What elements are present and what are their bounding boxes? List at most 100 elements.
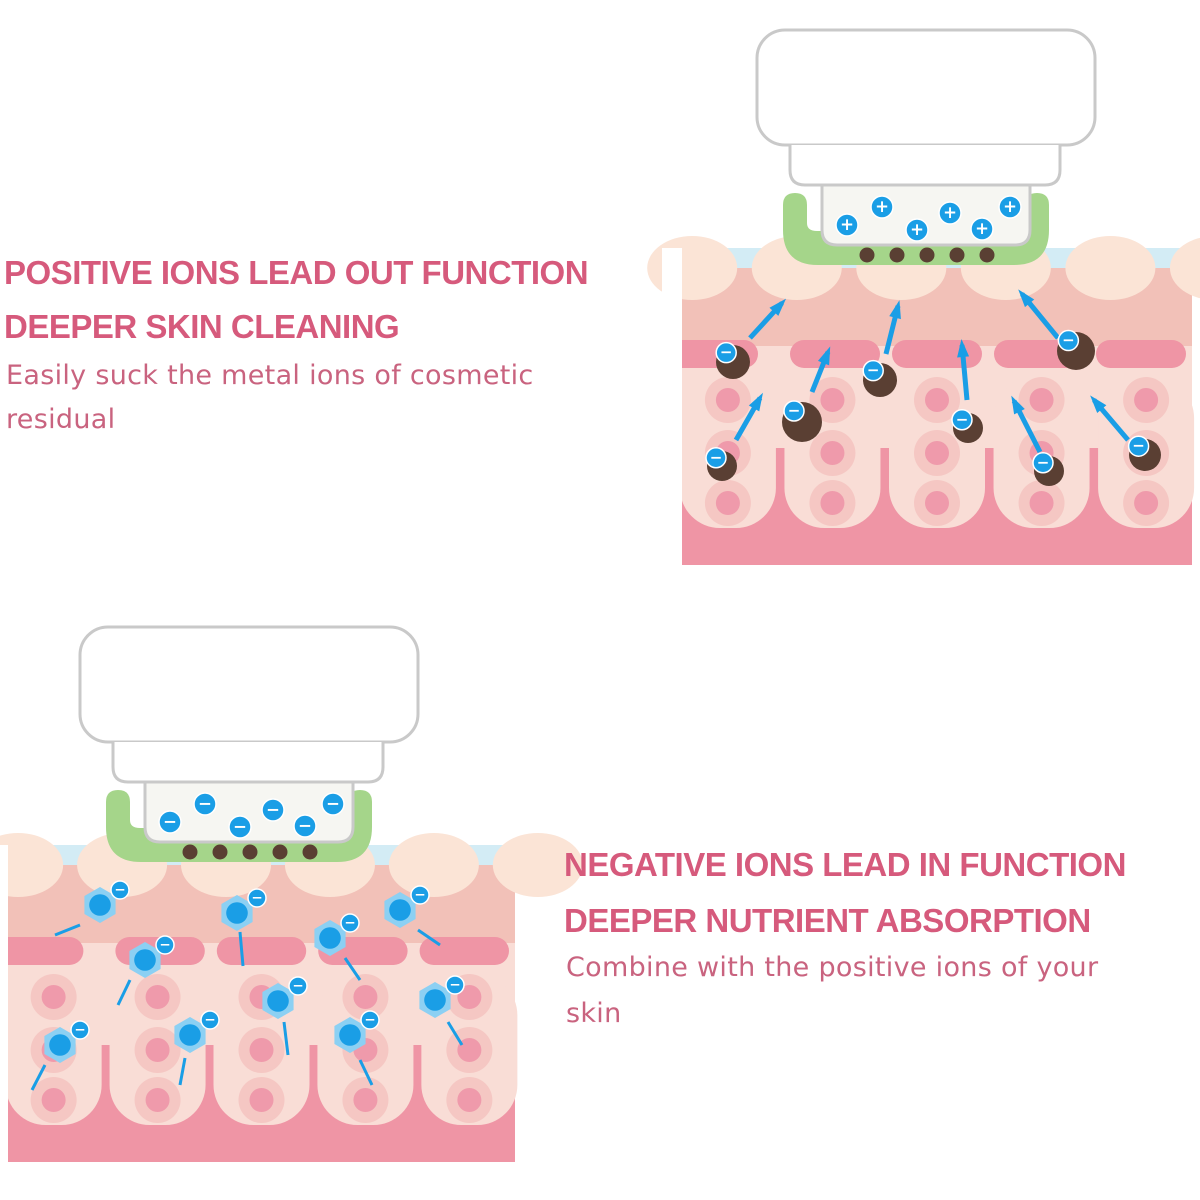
minus-icon: − xyxy=(414,887,425,903)
ion-circle xyxy=(715,341,737,364)
electrode-dot xyxy=(212,844,228,860)
negative-body-line1: Combine with the positive ions of your xyxy=(566,952,1099,983)
ion-circle xyxy=(835,213,859,237)
nutrient-core xyxy=(319,927,341,949)
panel-positive-illustration: ++++++−−−−−−−− xyxy=(647,28,1200,565)
skin-cell-nucleus xyxy=(925,491,949,515)
device-neck xyxy=(788,145,1062,187)
ion-circle xyxy=(360,1010,380,1030)
electrode-dot xyxy=(979,247,995,263)
arrow-head-icon xyxy=(1011,395,1025,415)
ion-circle xyxy=(70,1020,90,1040)
arrow-head-icon xyxy=(817,346,831,366)
minus-icon: − xyxy=(233,817,247,836)
electrode-dot xyxy=(302,844,318,860)
minus-icon: − xyxy=(292,978,303,994)
ion-circle xyxy=(445,975,465,995)
minus-icon: − xyxy=(1037,453,1050,471)
skin-cell-nucleus xyxy=(353,985,378,1009)
skin-cell-nucleus xyxy=(457,1038,482,1062)
minus-icon: − xyxy=(1062,331,1075,349)
nutrient-core xyxy=(267,990,289,1012)
ion-circle xyxy=(410,885,430,905)
dermis-band xyxy=(790,340,880,368)
ion-circle xyxy=(1057,329,1080,352)
minus-icon: − xyxy=(956,410,969,428)
minus-icon: − xyxy=(364,1012,375,1028)
nutrient-core xyxy=(226,902,248,924)
skin-cell-nucleus xyxy=(353,1088,378,1112)
minus-icon: − xyxy=(198,794,212,813)
plus-icon: + xyxy=(875,197,889,216)
ion-circle xyxy=(862,359,884,382)
green-electrode-pad xyxy=(783,193,1049,265)
ion-circle xyxy=(155,935,175,955)
epidermis-cell xyxy=(0,833,64,897)
edge-mask xyxy=(0,845,8,1162)
positive-body-line2: residual xyxy=(6,404,116,435)
plus-icon: + xyxy=(910,220,924,239)
dermis-band xyxy=(216,937,307,965)
ion-circle xyxy=(1127,435,1150,457)
skin-cell-nucleus xyxy=(715,491,740,515)
minus-icon: − xyxy=(298,816,312,835)
minus-icon: − xyxy=(266,800,280,819)
skin-cell-nucleus xyxy=(1134,388,1159,412)
positive-heading-line2: DEEPER SKIN CLEANING xyxy=(4,308,400,345)
electrode-dot xyxy=(242,844,258,860)
skin-cell-nucleus xyxy=(41,1088,66,1112)
electrode-dot xyxy=(919,247,935,263)
nutrient-core xyxy=(49,1034,71,1056)
minus-icon: − xyxy=(788,402,801,420)
plus-icon: + xyxy=(1003,197,1017,216)
ion-circle xyxy=(158,810,182,834)
arrow-head-icon xyxy=(1018,289,1035,308)
positive-body-line1: Easily suck the metal ions of cosmetic xyxy=(6,360,534,391)
minus-icon: − xyxy=(710,448,723,466)
absorption-trail xyxy=(282,1021,290,1056)
minus-icon: − xyxy=(326,794,340,813)
edge-mask xyxy=(662,248,682,565)
nutrient-core xyxy=(424,989,446,1011)
epidermis-cell xyxy=(388,833,479,897)
skin-cell-nucleus xyxy=(925,441,949,465)
arrow-head-icon xyxy=(748,392,763,412)
minus-icon: − xyxy=(114,882,125,898)
minus-icon: − xyxy=(74,1022,85,1038)
skin-cell-nucleus xyxy=(820,441,845,465)
arrow-head-icon xyxy=(769,298,787,316)
ion-circle xyxy=(951,409,973,431)
skin-cell-nucleus xyxy=(457,985,482,1009)
skin-cell-nucleus xyxy=(1029,491,1054,515)
minus-icon: − xyxy=(163,812,177,831)
minus-icon: − xyxy=(720,343,733,361)
nutrient-core xyxy=(179,1024,201,1046)
absorption-trail xyxy=(116,979,132,1006)
ion-circle xyxy=(783,400,805,422)
skin-cell-nucleus xyxy=(145,985,170,1009)
minus-icon: − xyxy=(204,1012,215,1028)
device-neck xyxy=(111,742,385,784)
negative-body-line2: skin xyxy=(566,998,622,1029)
absorption-trail xyxy=(446,1021,464,1046)
electrode-dot xyxy=(859,247,875,263)
ion-circle xyxy=(938,201,962,225)
absorption-trail xyxy=(238,931,245,967)
skin-cell-nucleus xyxy=(1134,491,1159,515)
absorption-trail xyxy=(417,928,441,947)
ion-circle xyxy=(110,880,130,900)
dermis-band xyxy=(0,937,84,965)
absorption-trail xyxy=(343,957,362,981)
skin-cell-nucleus xyxy=(715,388,740,412)
arrow-head-icon xyxy=(889,300,901,320)
skin-cell-nucleus xyxy=(41,985,66,1009)
epidermis-cell xyxy=(492,833,583,897)
ion-circle xyxy=(998,195,1022,219)
epidermis-cell xyxy=(1169,237,1200,299)
epidermis-cell xyxy=(647,236,738,300)
ion-circle xyxy=(870,195,894,219)
negative-heading-line1: NEGATIVE IONS LEAD IN FUNCTION xyxy=(564,846,1126,883)
ion-circle xyxy=(200,1010,220,1030)
dermis-band xyxy=(1096,340,1186,368)
